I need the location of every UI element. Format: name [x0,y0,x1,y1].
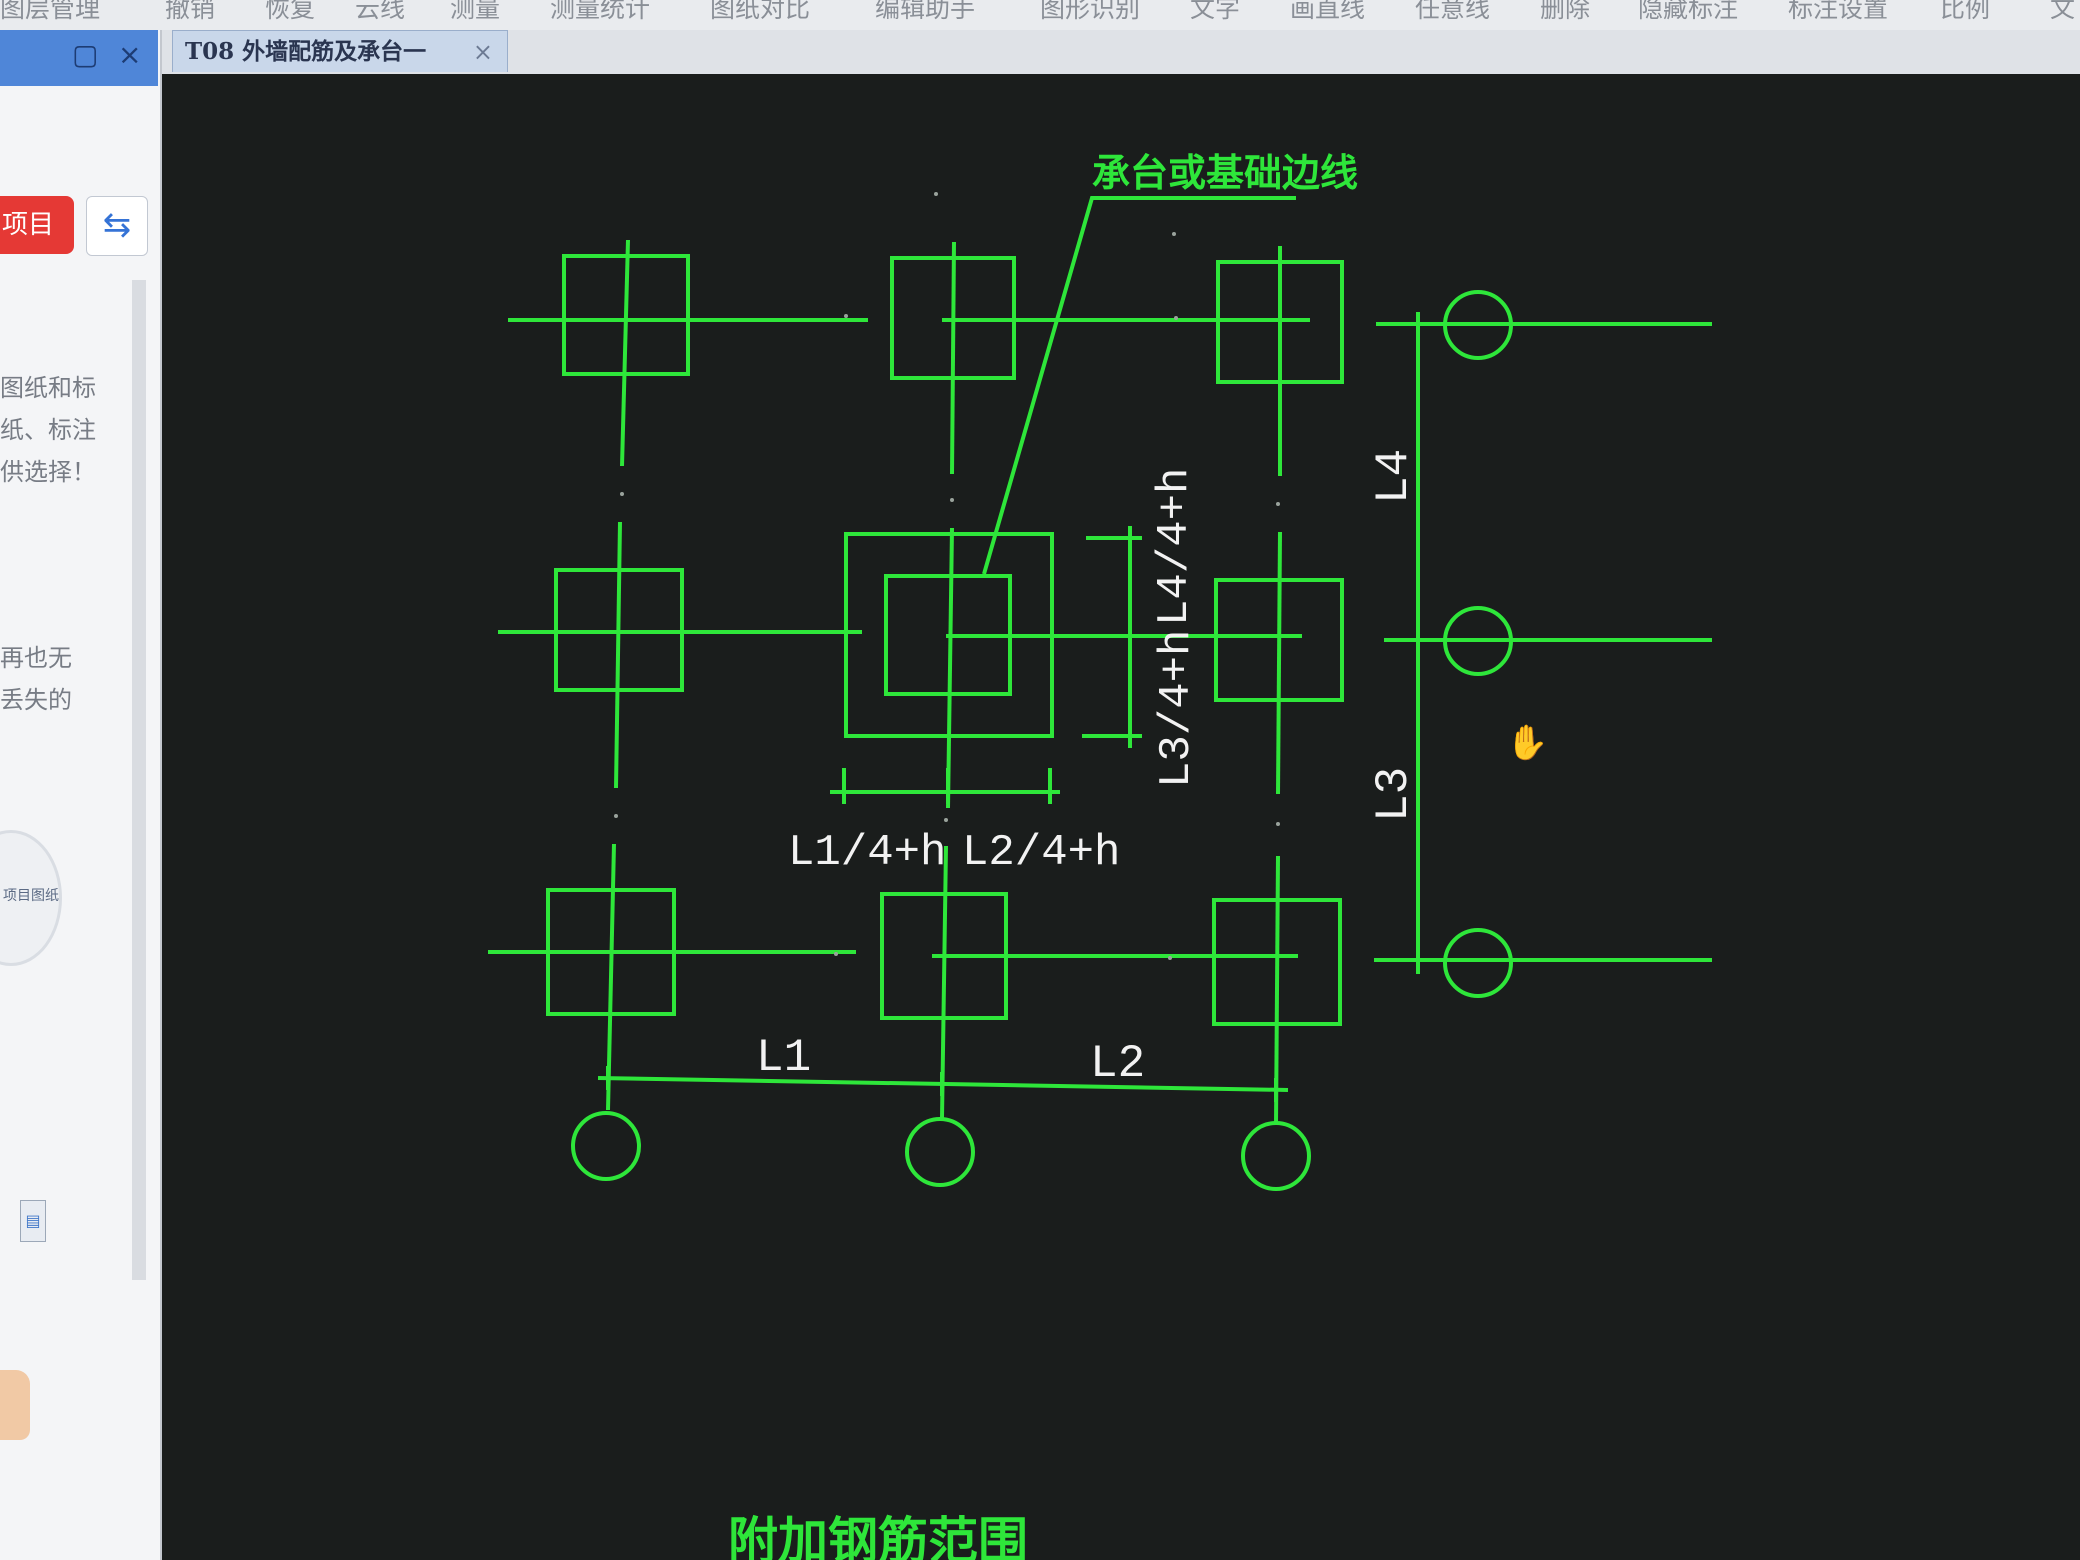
toolbar-measure[interactable]: 测量 [450,0,501,23]
restore-window-icon[interactable]: ▢ [72,38,99,71]
panel-text-line: 再也无 [0,644,72,672]
column-outline [546,888,676,1016]
dimension-label-l1-quarter: L1/4+h [788,828,946,878]
panel-scrollbar[interactable] [132,280,146,1280]
toolbar-any-line[interactable]: 任意线 [1415,0,1491,23]
drawing-lines [488,196,1712,1191]
toolbar-text[interactable]: 文字 [1190,0,1241,23]
drawing-svg: 承台或基础边线 L1/4+h L2/4+h L4/4+h L3/4+h L1 L… [488,150,1712,1560]
toolbar-edit-assistant[interactable]: 编辑助手 [875,0,976,23]
dimension-label-l4-quarter: L4/4+h [1150,468,1200,626]
toolbar-layer-manager[interactable]: 图层管理 [0,0,101,23]
axis-bubble [1443,290,1513,360]
column-outline [1212,898,1342,1026]
column-outline [554,568,684,692]
thumbnail-label: 项目图纸 [3,888,59,904]
axis-bubble [571,1111,641,1181]
toolbar-cloud-line[interactable]: 云线 [355,0,406,23]
toolbar-drawing-compare[interactable]: 图纸对比 [710,0,811,23]
axis-bubble [1443,928,1513,998]
grid-line-v [620,239,630,467]
toolbar-file[interactable]: 文 [2050,0,2076,23]
bottom-caption: 附加钢筋范围 [728,1511,1028,1560]
span-label-l4: L4 [1368,449,1420,504]
panel-text-line: 供选择！ [0,458,96,486]
top-toolbar: 图层管理 撤销 恢复 云线 测量 测量统计 图纸对比 编辑助手 图形识别 文字 … [0,0,2080,31]
column-outline [562,254,690,376]
tab-title: T08 外墙配筋及承台一 [185,38,427,65]
toolbar-draw-line[interactable]: 画直线 [1290,0,1366,23]
column-outline [884,574,1012,696]
pan-hand-cursor-icon: ✋ [1506,723,1548,763]
column-outline [1216,260,1344,384]
axis-bubble [1443,606,1513,676]
panel-text-line: 图纸和标 [0,374,96,402]
toolbar-scale[interactable]: 比例 [1940,0,1991,23]
toolbar-undo[interactable]: 撤销 [165,0,216,23]
toolbar-redo[interactable]: 恢复 [265,0,316,23]
dimension-label-l3-quarter: L3/4+h [1152,630,1202,788]
grid-dots [614,192,1280,960]
toolbar-delete[interactable]: 删除 [1540,0,1591,23]
project-button[interactable]: 项目 [0,196,74,254]
project-drawing-thumbnail[interactable]: 项目图纸 [0,830,62,966]
tab-close-icon[interactable]: × [472,38,493,66]
callout-label: 承台或基础边线 [1092,150,1358,195]
column-outline [880,892,1008,1020]
span-label-l3: L3 [1368,767,1420,822]
grid-line-v [950,241,956,475]
hand-illustration [0,1370,30,1440]
toolbar-shape-recognition[interactable]: 图形识别 [1040,0,1141,23]
panel-text-line: 丢失的 [0,686,72,714]
column-outline [890,256,1016,380]
axis-bubble [1241,1121,1311,1191]
dimension-label-l2-quarter: L2/4+h [962,828,1120,878]
column-outline [1214,578,1344,702]
span-label-l2: L2 [1090,1038,1145,1090]
tab-drawing-t08[interactable]: T08 外墙配筋及承台一 × [172,30,508,72]
toolbar-hide-annotation[interactable]: 隐藏标注 [1638,0,1739,23]
left-panel: ▢ × 项目 ⇆ 图纸和标 纸、标注 供选择！ 再也无 丢失的 项目图纸 ▤ [0,30,162,1560]
axis-bubble [905,1117,975,1187]
panel-text-line: 纸、标注 [0,416,96,444]
document-icon[interactable]: ▤ [20,1200,46,1242]
toolbar-measure-stats[interactable]: 测量统计 [550,0,651,23]
drawing-canvas[interactable]: 承台或基础边线 L1/4+h L2/4+h L4/4+h L3/4+h L1 L… [162,74,2080,1560]
callout-leader [982,196,1296,575]
grid-line-v [946,527,954,809]
grid-line-v [1276,531,1282,795]
pile-cap-outline [844,532,1054,738]
toolbar-annotation-settings[interactable]: 标注设置 [1788,0,1889,23]
close-panel-icon[interactable]: × [118,38,142,71]
grid-line-v [614,521,622,789]
panel-header: ▢ × [0,30,158,86]
sync-icon[interactable]: ⇆ [86,196,148,256]
span-label-l1: L1 [756,1032,811,1084]
